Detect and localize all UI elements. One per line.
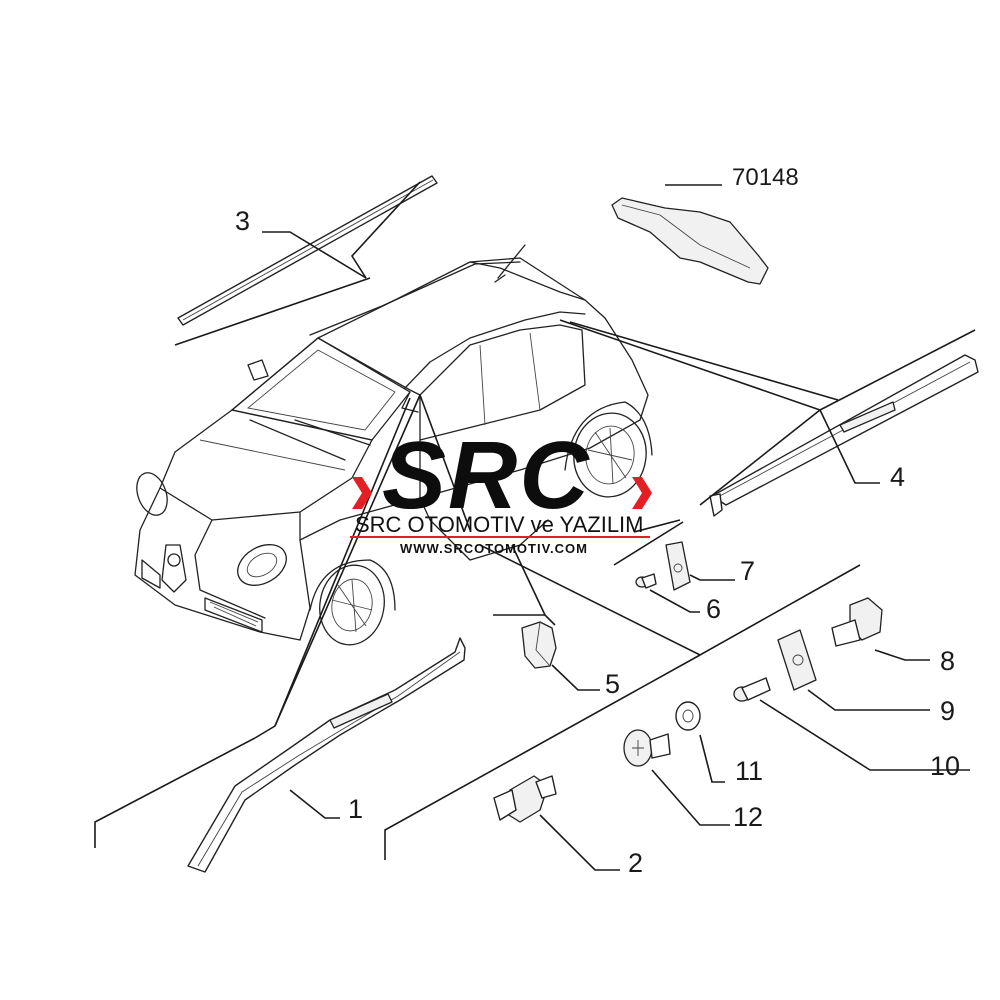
logo-chevron-right-icon	[632, 477, 652, 509]
label-part-10: 10	[930, 751, 960, 781]
label-part-9: 9	[940, 696, 955, 726]
label-part-6: 6	[706, 594, 721, 624]
part-labels: 1 2 3 4 5 6 7 8 9 10 11 12 70148	[235, 164, 960, 878]
logo-website: WWW.SRCOTOMOTIV.COM	[400, 541, 588, 556]
part-3-roof-moulding	[177, 175, 438, 326]
car-illustration	[134, 244, 653, 646]
label-part-8: 8	[940, 646, 955, 676]
label-part-3: 3	[235, 206, 250, 236]
label-reference-code: 70148	[732, 164, 799, 191]
part-2-push-rivet	[493, 775, 557, 823]
label-part-11: 11	[735, 756, 763, 786]
logo-letters: SRC	[382, 422, 591, 529]
part-4-side-strip	[709, 354, 979, 517]
logo-chevron-left-icon	[352, 477, 372, 509]
label-part-12: 12	[733, 802, 763, 832]
logo-divider	[350, 536, 650, 538]
label-part-7: 7	[740, 556, 755, 586]
part-9-clip-nut	[777, 629, 817, 691]
label-part-1: 1	[348, 794, 363, 824]
watermark-logo: SRC SRC OTOMOTIV ve YAZILIM WWW.SRCOTOMO…	[350, 422, 652, 556]
part-10-bolt	[733, 677, 771, 702]
label-part-4: 4	[890, 462, 905, 492]
part-7-bracket	[665, 541, 691, 591]
leader-lines	[94, 181, 976, 871]
label-part-5: 5	[605, 669, 620, 699]
logo-company-name: SRC OTOMOTIV ve YAZILIM	[355, 512, 644, 537]
part-8-push-clip	[831, 597, 883, 647]
label-part-2: 2	[628, 848, 643, 878]
part-70148-roof-panel	[611, 197, 769, 285]
part-11-washer	[675, 701, 701, 731]
part-5-clip	[521, 621, 557, 669]
part-1-side-strip	[187, 637, 466, 873]
part-12-screw	[623, 729, 671, 767]
part-6-screw	[635, 573, 657, 589]
